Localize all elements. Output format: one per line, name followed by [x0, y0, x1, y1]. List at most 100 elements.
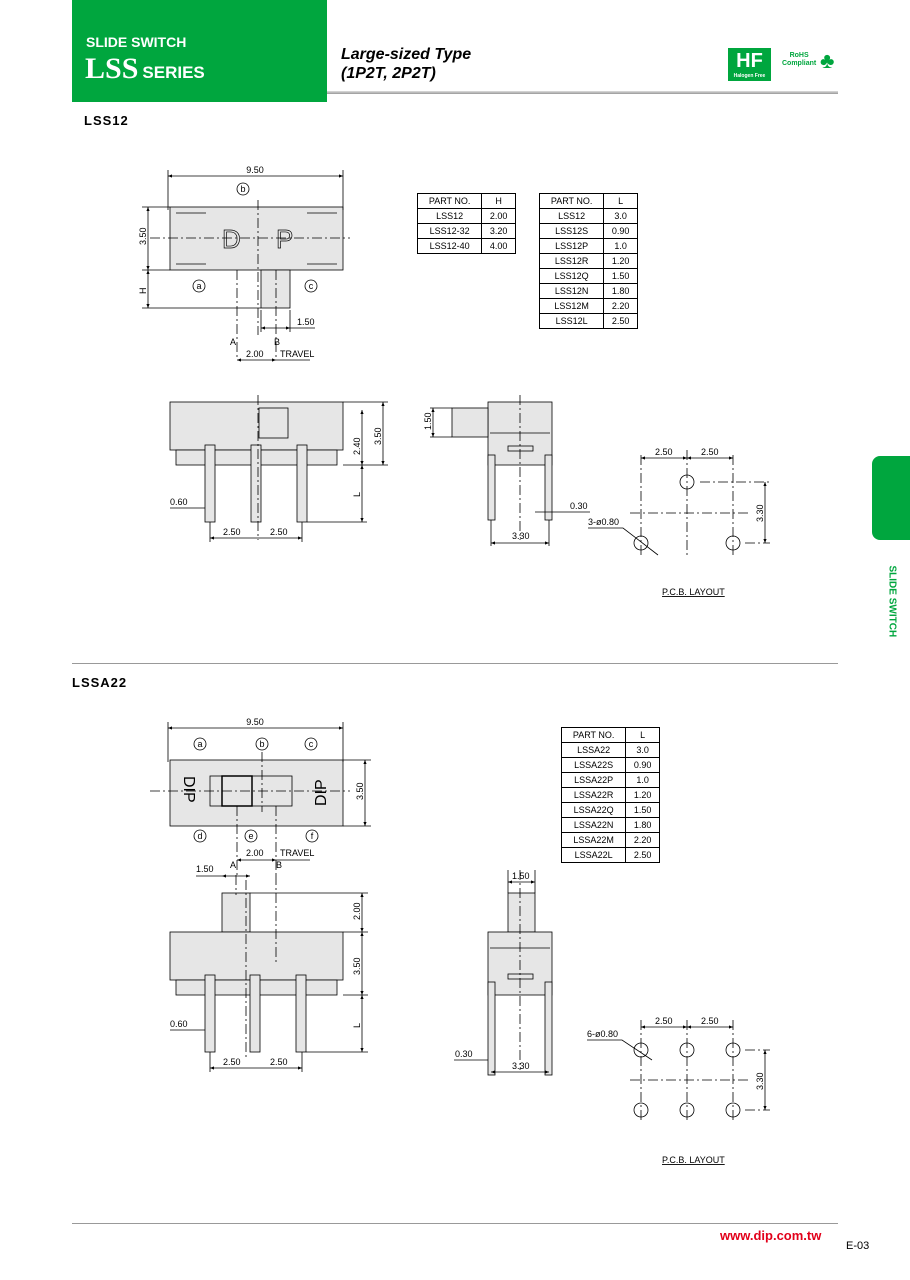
hf-caption: Halogen Free — [733, 73, 766, 79]
travel-label: TRAVEL — [280, 848, 314, 858]
header-rule — [327, 91, 838, 94]
footer-rule — [72, 1223, 838, 1224]
cell: 1.50 — [625, 802, 660, 818]
series-name: LSS — [85, 52, 139, 85]
lssa22-top-view: a b c d e f DIP DIP 9.50 3.50 2.00 TRAVE… — [150, 717, 371, 876]
dim-row: 3.30 — [512, 1061, 530, 1071]
dim-holes: 6-ø0.80 — [587, 1029, 618, 1039]
hf-mark: HF — [736, 50, 763, 72]
dim-holes: 3-ø0.80 — [588, 517, 619, 527]
dim-pin-thickness: 0.30 — [570, 501, 588, 511]
dim-pin-width: 0.60 — [170, 1019, 188, 1029]
section-divider — [72, 663, 838, 664]
cell: LSS12L — [538, 313, 605, 329]
category-label: SLIDE SWITCH — [86, 34, 187, 50]
lss12-front-view: 0.60 2.50 2.50 3.50 2.40 L — [169, 395, 388, 542]
cell: 2.00 — [481, 208, 516, 224]
lss12-side-view: 1.50 0.30 3.30 — [423, 395, 590, 546]
dim-h: H — [138, 288, 148, 295]
dim-pin-width: 0.60 — [170, 497, 188, 507]
dim-pin-thickness: 0.30 — [455, 1049, 473, 1059]
dim-height: 3.50 — [355, 782, 365, 800]
pos-a: A — [230, 860, 236, 870]
dim-actuator-height: 2.00 — [352, 902, 362, 920]
clover-icon: ♣ — [820, 48, 835, 73]
dim-actuator: 1.50 — [196, 864, 214, 874]
pos-b: B — [276, 860, 282, 870]
side-tab — [872, 456, 910, 540]
dim-actuator-side: 1.50 — [512, 871, 530, 881]
website-link[interactable]: www.dip.com.tw — [720, 1228, 822, 1243]
dim-base-height: 2.40 — [352, 437, 362, 455]
lssa22-front-view: 2.00 3.50 L 0.60 2.50 2.50 — [169, 874, 368, 1072]
table-header: PART NO.H — [416, 193, 516, 209]
dim-width: 9.50 — [246, 165, 264, 175]
pos-b: B — [274, 337, 280, 347]
dim-pitch1: 2.50 — [223, 1057, 241, 1067]
terminal-label: f — [311, 831, 314, 841]
terminal-label: e — [248, 831, 253, 841]
dim-pcb-pitch1: 2.50 — [655, 1016, 673, 1026]
dim-pcb-row: 3.30 — [755, 504, 765, 522]
terminal-label: a — [197, 739, 202, 749]
table-header: PART NO.L — [560, 727, 660, 743]
dim-travel: 2.00 — [246, 848, 264, 858]
pcb-layout-label: P.C.B. LAYOUT — [662, 587, 725, 597]
dim-pitch2: 2.50 — [270, 1057, 288, 1067]
dim-width: 9.50 — [246, 717, 264, 727]
dim-pitch1: 2.50 — [223, 527, 241, 537]
travel-label: TRAVEL — [280, 349, 314, 359]
cell: LSS12-40 — [416, 238, 483, 254]
section-title-lssa22: LSSA22 — [72, 675, 128, 690]
lss12-pcb-layout: 2.50 2.50 3.30 3-ø0.80 P.C.B. LAYOUT — [588, 447, 770, 597]
cell: L — [603, 193, 638, 209]
dim-body-height: 3.50 — [373, 427, 383, 445]
title-line1: Large-sized Type — [341, 46, 472, 63]
dim-actuator-side: 1.50 — [423, 412, 433, 430]
dim-row: 3.30 — [512, 531, 530, 541]
dim-pcb-pitch1: 2.50 — [655, 447, 673, 457]
series-suffix: SERIES — [142, 63, 205, 82]
terminal-label: d — [197, 831, 202, 841]
dim-travel: 2.00 — [246, 349, 264, 359]
dim-l: L — [352, 1023, 362, 1028]
cell: LSSA22P — [560, 772, 627, 788]
marking-p: P — [276, 224, 293, 254]
pcb-layout-label: P.C.B. LAYOUT — [662, 1155, 725, 1165]
pos-a: A — [230, 337, 236, 347]
rohs-line1: RoHS — [789, 52, 809, 59]
title-line2: (1P2T, 2P2T) — [341, 65, 436, 82]
marking-d: D — [222, 224, 241, 254]
dim-pcb-pitch2: 2.50 — [701, 447, 719, 457]
cell: 4.00 — [481, 238, 516, 254]
terminal-label: a — [196, 281, 201, 291]
cell: 2.50 — [603, 313, 638, 329]
rohs-line2: Compliant — [782, 60, 817, 67]
lssa22-side-view: 1.50 0.30 3.30 — [454, 870, 553, 1076]
dim-l: L — [352, 492, 362, 497]
marking-right: DIP — [313, 779, 330, 806]
terminal-label: c — [309, 739, 314, 749]
dim-pcb-row: 3.30 — [755, 1072, 765, 1090]
terminal-label: c — [309, 281, 314, 291]
section-title-lss12: LSS12 — [84, 113, 129, 128]
marking-left: DIP — [180, 776, 197, 803]
cell: 1.0 — [625, 772, 660, 788]
terminal-label: b — [240, 184, 245, 194]
